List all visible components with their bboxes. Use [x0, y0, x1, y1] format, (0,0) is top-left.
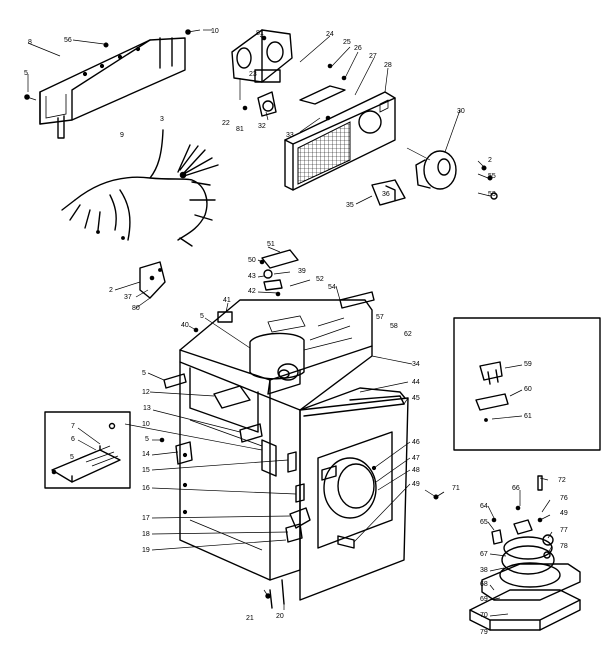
callout-65: 65 — [480, 519, 488, 526]
callout-56: 56 — [64, 37, 72, 44]
callout-13: 13 — [143, 405, 151, 412]
callout-44: 44 — [412, 379, 420, 386]
callout-21: 21 — [246, 615, 254, 622]
callout-39: 39 — [298, 268, 306, 275]
callout-37: 37 — [124, 294, 132, 301]
callout-52: 52 — [316, 276, 324, 283]
callout-41: 41 — [223, 297, 231, 304]
callout-5-top: 5 — [24, 70, 28, 77]
wiring-harness — [61, 129, 219, 247]
callout-46: 46 — [412, 439, 420, 446]
callout-10-left: 10 — [142, 421, 150, 428]
callout-10-top: 10 — [211, 28, 219, 35]
control-panel-rear — [24, 29, 201, 139]
callout-57: 57 — [376, 314, 384, 321]
callout-69: 69 — [480, 596, 488, 603]
callout-25: 25 — [343, 39, 351, 46]
callout-7: 7 — [71, 423, 75, 430]
callout-49-body: 49 — [412, 481, 420, 488]
callout-66: 66 — [512, 485, 520, 492]
callout-49-base: 49 — [560, 510, 568, 517]
callout-60: 60 — [524, 386, 532, 393]
callout-36: 36 — [382, 191, 390, 198]
callout-32: 32 — [258, 123, 266, 130]
callout-79: 79 — [480, 629, 488, 636]
callout-77: 77 — [560, 527, 568, 534]
left-small-parts — [159, 373, 311, 543]
callout-5-lower: 5 — [145, 436, 149, 443]
callout-51: 51 — [267, 241, 275, 248]
callout-27: 27 — [369, 53, 377, 60]
callout-72: 72 — [558, 477, 566, 484]
callout-67: 67 — [480, 551, 488, 558]
callout-26: 26 — [354, 45, 362, 52]
callout-3: 3 — [160, 116, 164, 123]
callout-19: 19 — [142, 547, 150, 554]
blower-wheel — [371, 150, 498, 206]
callout-33: 33 — [286, 132, 294, 139]
callout-62: 62 — [404, 331, 412, 338]
callout-53: 53 — [488, 191, 496, 198]
callout-2-top: 2 — [488, 157, 492, 164]
base-assembly — [469, 475, 581, 631]
door-switch-inset — [44, 411, 131, 489]
callout-14: 14 — [142, 451, 150, 458]
callout-58: 58 — [390, 323, 398, 330]
callout-48: 48 — [412, 467, 420, 474]
callout-59: 59 — [524, 361, 532, 368]
terminal-bracket — [114, 261, 166, 309]
upper-leader-lines — [27, 29, 491, 205]
callout-28: 28 — [384, 62, 392, 69]
cabinet-top — [179, 299, 373, 411]
callout-24: 24 — [326, 31, 334, 38]
callout-5-center: 5 — [200, 313, 204, 320]
callout-81-mid: 81 — [236, 126, 244, 133]
callout-12: 12 — [142, 389, 150, 396]
timer-switch-assembly — [231, 29, 347, 121]
callout-42: 42 — [248, 288, 256, 295]
callout-40: 40 — [181, 322, 189, 329]
callout-71: 71 — [452, 485, 460, 492]
callout-18: 18 — [142, 531, 150, 538]
callout-64: 64 — [480, 503, 488, 510]
callout-76: 76 — [560, 495, 568, 502]
callout-80-mid: 80 — [132, 305, 140, 312]
callout-5-left: 5 — [142, 370, 146, 377]
callout-68: 68 — [480, 581, 488, 588]
callout-78: 78 — [560, 543, 568, 550]
front-panel — [299, 395, 445, 601]
callout-16: 16 — [142, 485, 150, 492]
callout-17: 17 — [142, 515, 150, 522]
callout-2-mid: 2 — [109, 287, 113, 294]
callout-20: 20 — [276, 613, 284, 620]
callout-labels: 8 56 10 5 9 3 81 24 25 26 27 28 23 22 81… — [24, 28, 568, 636]
callout-35: 35 — [346, 202, 354, 209]
callout-70: 70 — [480, 612, 488, 619]
callout-5-inset: 5 — [70, 454, 74, 461]
callout-55: 55 — [488, 173, 496, 180]
callout-23: 23 — [249, 71, 257, 78]
callout-61: 61 — [524, 413, 532, 420]
callout-22: 22 — [222, 120, 230, 127]
callout-47: 47 — [412, 455, 420, 462]
callout-38: 38 — [480, 567, 488, 574]
callout-15: 15 — [142, 467, 150, 474]
callout-6: 6 — [71, 436, 75, 443]
callout-54: 54 — [328, 284, 336, 291]
callout-50: 50 — [248, 257, 256, 264]
callout-30: 30 — [457, 108, 465, 115]
callout-81-top: 81 — [256, 30, 264, 37]
rear-grille-panel — [284, 91, 396, 191]
thermostat-assembly — [257, 246, 375, 309]
callout-43: 43 — [248, 273, 256, 280]
body-leader-lines — [124, 302, 437, 610]
callout-45: 45 — [412, 395, 420, 402]
switch-inset — [453, 317, 601, 451]
callout-34: 34 — [412, 361, 420, 368]
callout-8-top: 8 — [28, 39, 32, 46]
callout-9: 9 — [120, 132, 124, 139]
